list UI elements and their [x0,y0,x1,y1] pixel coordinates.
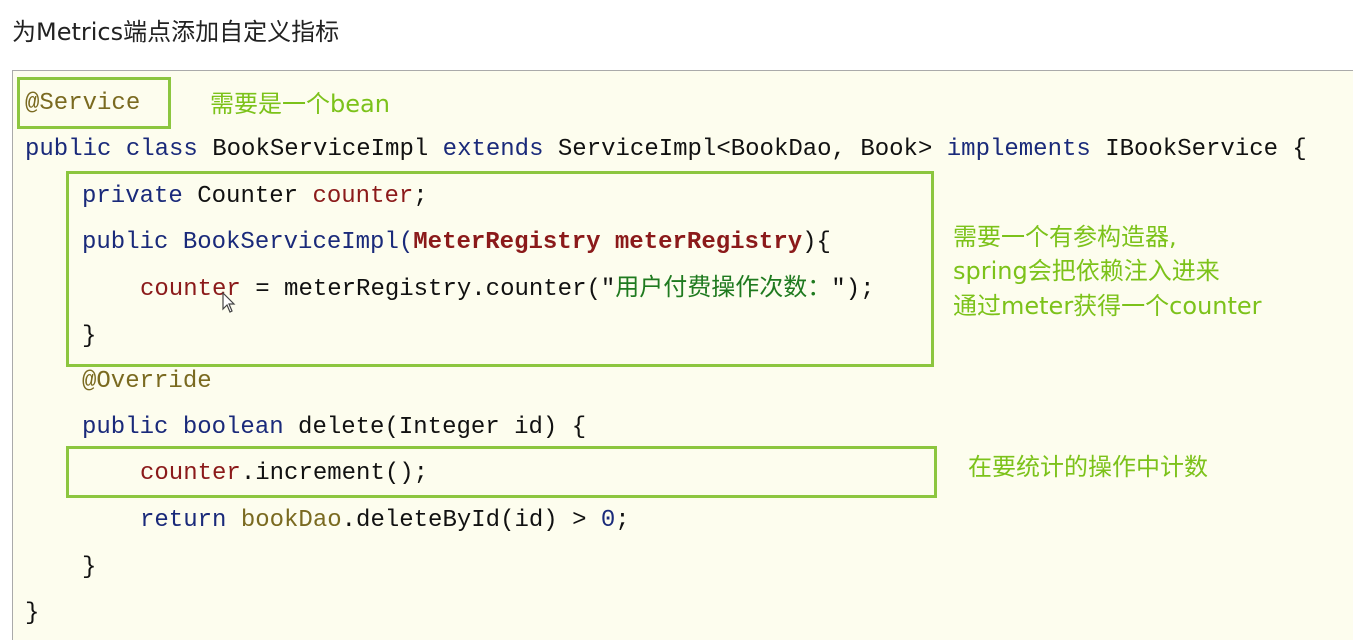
field: counter [140,460,241,487]
field: counter [312,183,414,210]
code-line-constructor: public BookServiceImpl(MeterRegistry met… [82,228,831,258]
highlight-box-constructor [66,171,934,367]
t: ){ [802,229,831,256]
code-line-brace: } [82,323,97,350]
t: .increment(); [240,460,429,487]
t: Counter [182,183,313,210]
code-line-return: return bookDao.deleteById(id) > 0; [140,506,630,536]
page-title: 为Metrics端点添加自定义指标 [12,18,340,46]
note-count: 在要统计的操作中计数 [968,453,1208,481]
code-line-annotation-service: @Service [25,90,141,117]
kw: implements [946,136,1091,163]
t: ServiceImpl<BookDao, Book> [543,136,947,163]
highlight-box-increment [66,446,937,498]
kw: public class [25,136,198,163]
t: = meterRegistry.counter(" [240,276,616,303]
t: BookServiceImpl( [168,229,414,256]
t: .deleteById(id) > [341,507,601,534]
t: BookServiceImpl [197,136,443,163]
code-line-delete-method: public boolean delete(Integer id) { [82,413,586,443]
kw: private [82,183,183,210]
highlight-box-service [17,77,171,129]
t: "); [831,276,875,303]
note-constructor-1: 需要一个有参构造器, [953,223,1177,251]
t: ; [413,183,428,210]
code-line-field: private Counter counter; [82,182,428,212]
t: delete(Integer id) { [283,414,587,441]
kw: public boolean [82,414,284,441]
kw: extends [442,136,544,163]
num: 0 [600,507,616,534]
t: IBookService { [1090,136,1307,163]
string: 用户付费操作次数： [615,276,832,303]
note-bean: 需要是一个bean [210,90,390,118]
param: MeterRegistry meterRegistry [413,229,803,256]
code-line-override: @Override [82,368,212,395]
t: ; [615,507,630,534]
kw: return [140,507,227,534]
code-line-increment: counter.increment(); [140,459,428,489]
code-line-brace: } [25,600,40,627]
note-constructor-3: 通过meter获得一个counter [953,292,1262,320]
note-constructor-2: spring会把依赖注入进来 [953,257,1220,285]
field: bookDao [226,507,342,534]
code-line-counter-assign: counter = meterRegistry.counter("用户付费操作次… [140,275,875,305]
code-block [12,70,1353,640]
code-line-brace: } [82,554,97,581]
mouse-cursor-icon [222,292,236,313]
code-line-class-decl: public class BookServiceImpl extends Ser… [25,135,1307,165]
kw: public [82,229,169,256]
